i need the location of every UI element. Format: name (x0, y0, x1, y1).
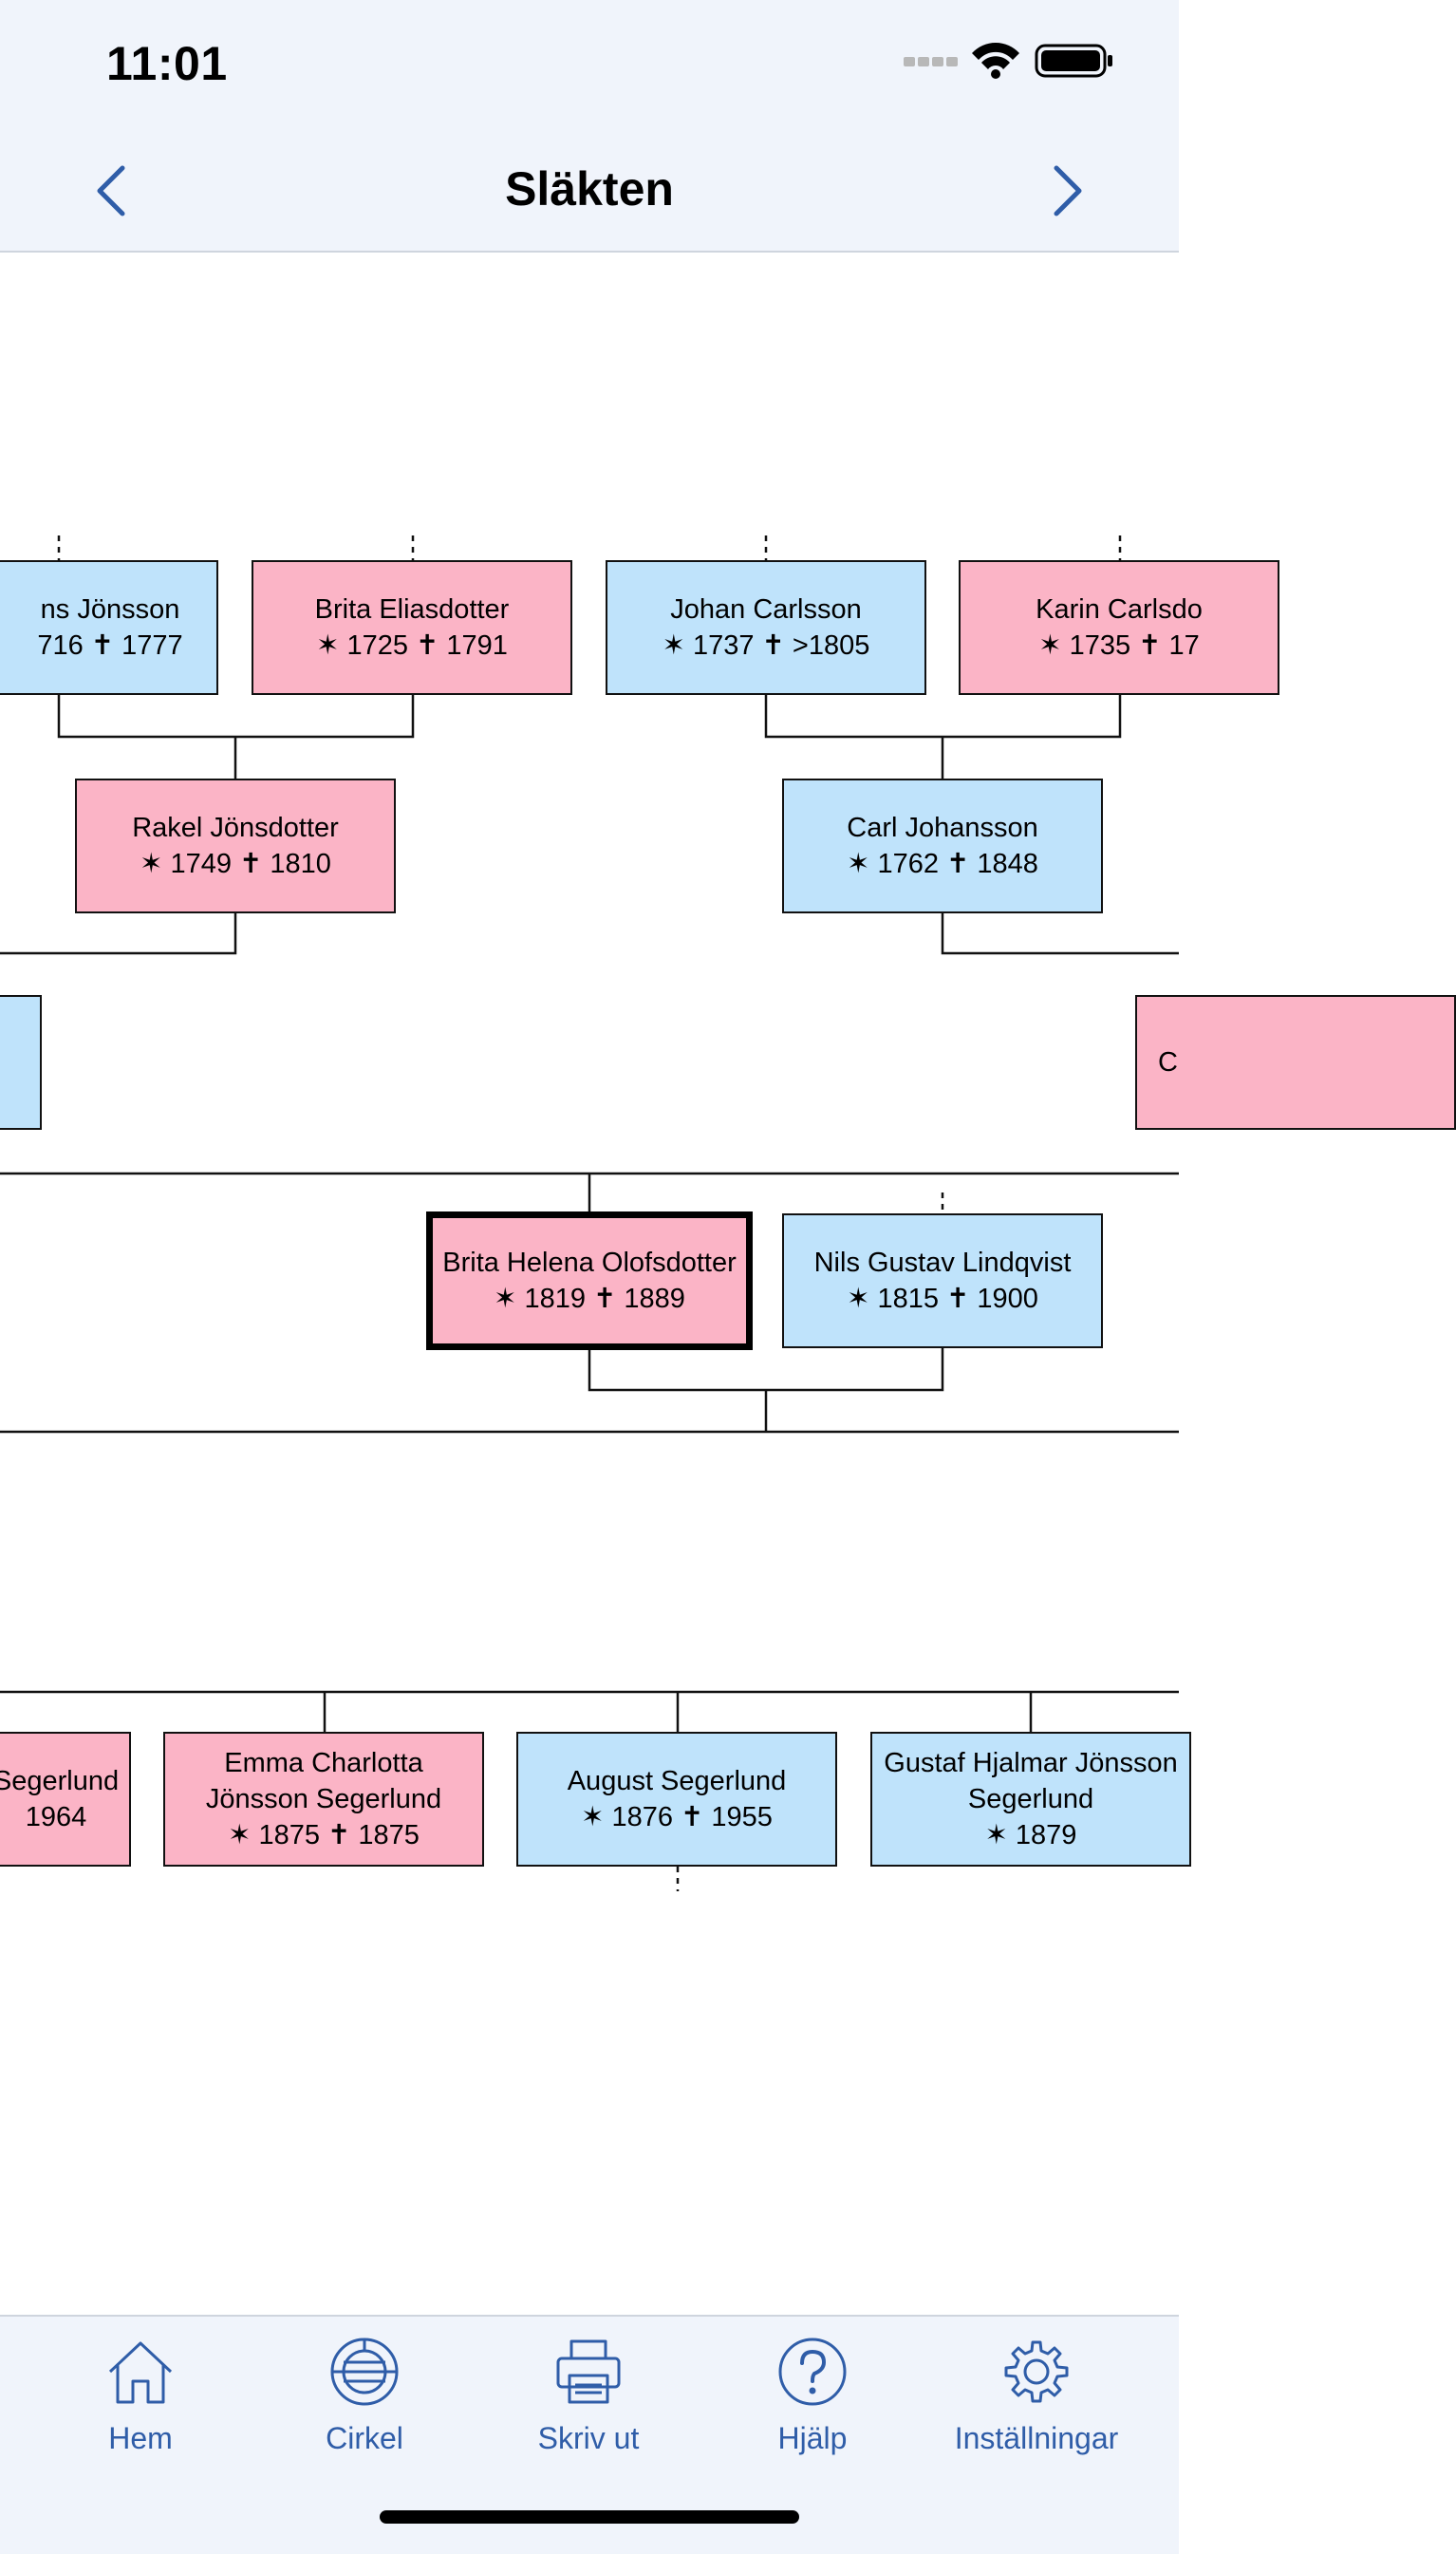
person-card-partial-left[interactable] (0, 995, 42, 1130)
tab-label: Cirkel (326, 2421, 403, 2455)
nav-bar: Släkten (0, 133, 1179, 253)
wifi-icon (972, 43, 1019, 79)
person-card-gustaf-hjalmar[interactable]: Gustaf Hjalmar Jönsson Segerlund ✶ 1879 (870, 1732, 1191, 1867)
help-icon (778, 2338, 847, 2406)
gear-icon (1004, 2340, 1069, 2403)
person-dates: ✶ 1737 ✝ >1805 (662, 630, 870, 661)
person-dates: ✶ 1879 (984, 1820, 1077, 1850)
person-dates: ✶ 1762 ✝ 1848 (847, 849, 1038, 879)
printer-icon (556, 2339, 621, 2404)
person-dates: ✶ 1725 ✝ 1791 (316, 630, 508, 661)
person-name: Johan Carlsson (670, 594, 862, 625)
person-name: Brita Helena Olofsdotter (442, 1248, 737, 1278)
person-name: August Segerlund (567, 1766, 787, 1796)
person-card-nils-gustav-lindqvist[interactable]: Nils Gustav Lindqvist ✶ 1815 ✝ 1900 (782, 1213, 1103, 1348)
family-tree[interactable]: ns Jönsson 716 ✝ 1777 Brita Eliasdotter … (0, 253, 1456, 2315)
person-card-rakel-jonsdotter[interactable]: Rakel Jönsdotter ✶ 1749 ✝ 1810 (75, 779, 396, 913)
chevron-left-icon (97, 165, 125, 216)
person-card-child-segerlund[interactable]: Segerlund 1964 (0, 1732, 131, 1867)
person-name: C (1158, 1047, 1178, 1078)
tab-skriv-ut[interactable]: Skriv ut (475, 2336, 702, 2478)
home-icon (108, 2341, 173, 2404)
person-name: Carl Johansson (847, 813, 1038, 843)
person-dates: ✶ 1735 ✝ 17 (1038, 630, 1200, 661)
person-dates: ✶ 1875 ✝ 1875 (228, 1820, 420, 1850)
signal-icon (904, 57, 958, 66)
home-indicator (380, 2510, 799, 2524)
tab-label: Hjälp (777, 2421, 848, 2455)
person-card-carl-johansson[interactable]: Carl Johansson ✶ 1762 ✝ 1848 (782, 779, 1103, 913)
person-card-johan-carlsson[interactable]: Johan Carlsson ✶ 1737 ✝ >1805 (606, 560, 926, 695)
forward-button[interactable] (1035, 158, 1101, 224)
tab-label: Inställningar (954, 2421, 1119, 2455)
tree-connectors (0, 535, 1179, 1891)
person-name: ns Jönsson (40, 594, 180, 625)
person-card-brita-helena-olofsdotter[interactable]: Brita Helena Olofsdotter ✶ 1819 ✝ 1889 (426, 1211, 753, 1350)
back-button[interactable] (78, 158, 144, 224)
person-dates: ✶ 1749 ✝ 1810 (140, 849, 331, 879)
person-name: Emma Charlotta Jönsson Segerlund (205, 1748, 442, 1814)
status-icons (904, 42, 1122, 80)
person-card-karin-carlsdotter[interactable]: Karin Carlsdo ✶ 1735 ✝ 17 (959, 560, 1279, 695)
tab-label: Hem (108, 2421, 173, 2455)
person-name: Gustaf Hjalmar Jönsson Segerlund (884, 1748, 1178, 1814)
status-time: 11:01 (106, 37, 228, 90)
battery-icon (1035, 44, 1112, 78)
person-card-august-segerlund[interactable]: August Segerlund ✶ 1876 ✝ 1955 (516, 1732, 837, 1867)
tab-installningar[interactable]: Inställningar (923, 2336, 1150, 2478)
person-name: Brita Eliasdotter (314, 594, 510, 625)
tab-hjalp[interactable]: Hjälp (699, 2336, 926, 2478)
page-title: Släkten (505, 162, 674, 216)
person-card-hans-jonsson[interactable]: ns Jönsson 716 ✝ 1777 (0, 560, 218, 695)
tab-label: Skriv ut (537, 2421, 640, 2455)
person-name: Rakel Jönsdotter (132, 813, 339, 843)
person-dates: ✶ 1876 ✝ 1955 (581, 1802, 773, 1832)
circle-chart-icon (330, 2338, 399, 2406)
tab-cirkel[interactable]: Cirkel (251, 2336, 478, 2478)
person-dates: 1964 (25, 1802, 87, 1832)
person-name: Segerlund (0, 1766, 120, 1796)
person-name: Karin Carlsdo (1036, 594, 1203, 625)
person-card-emma-charlotta[interactable]: Emma Charlotta Jönsson Segerlund ✶ 1875 … (163, 1732, 484, 1867)
person-card-brita-eliasdotter[interactable]: Brita Eliasdotter ✶ 1725 ✝ 1791 (252, 560, 572, 695)
person-dates: 716 ✝ 1777 (37, 630, 183, 661)
tab-hem[interactable]: Hem (27, 2336, 254, 2478)
status-bar: 11:01 (0, 0, 1179, 133)
person-name: Nils Gustav Lindqvist (813, 1248, 1072, 1278)
person-dates: ✶ 1815 ✝ 1900 (847, 1284, 1038, 1314)
person-dates: ✶ 1819 ✝ 1889 (494, 1284, 685, 1314)
chevron-right-icon (1054, 165, 1082, 216)
person-card-partial-right[interactable]: C (1135, 995, 1456, 1130)
